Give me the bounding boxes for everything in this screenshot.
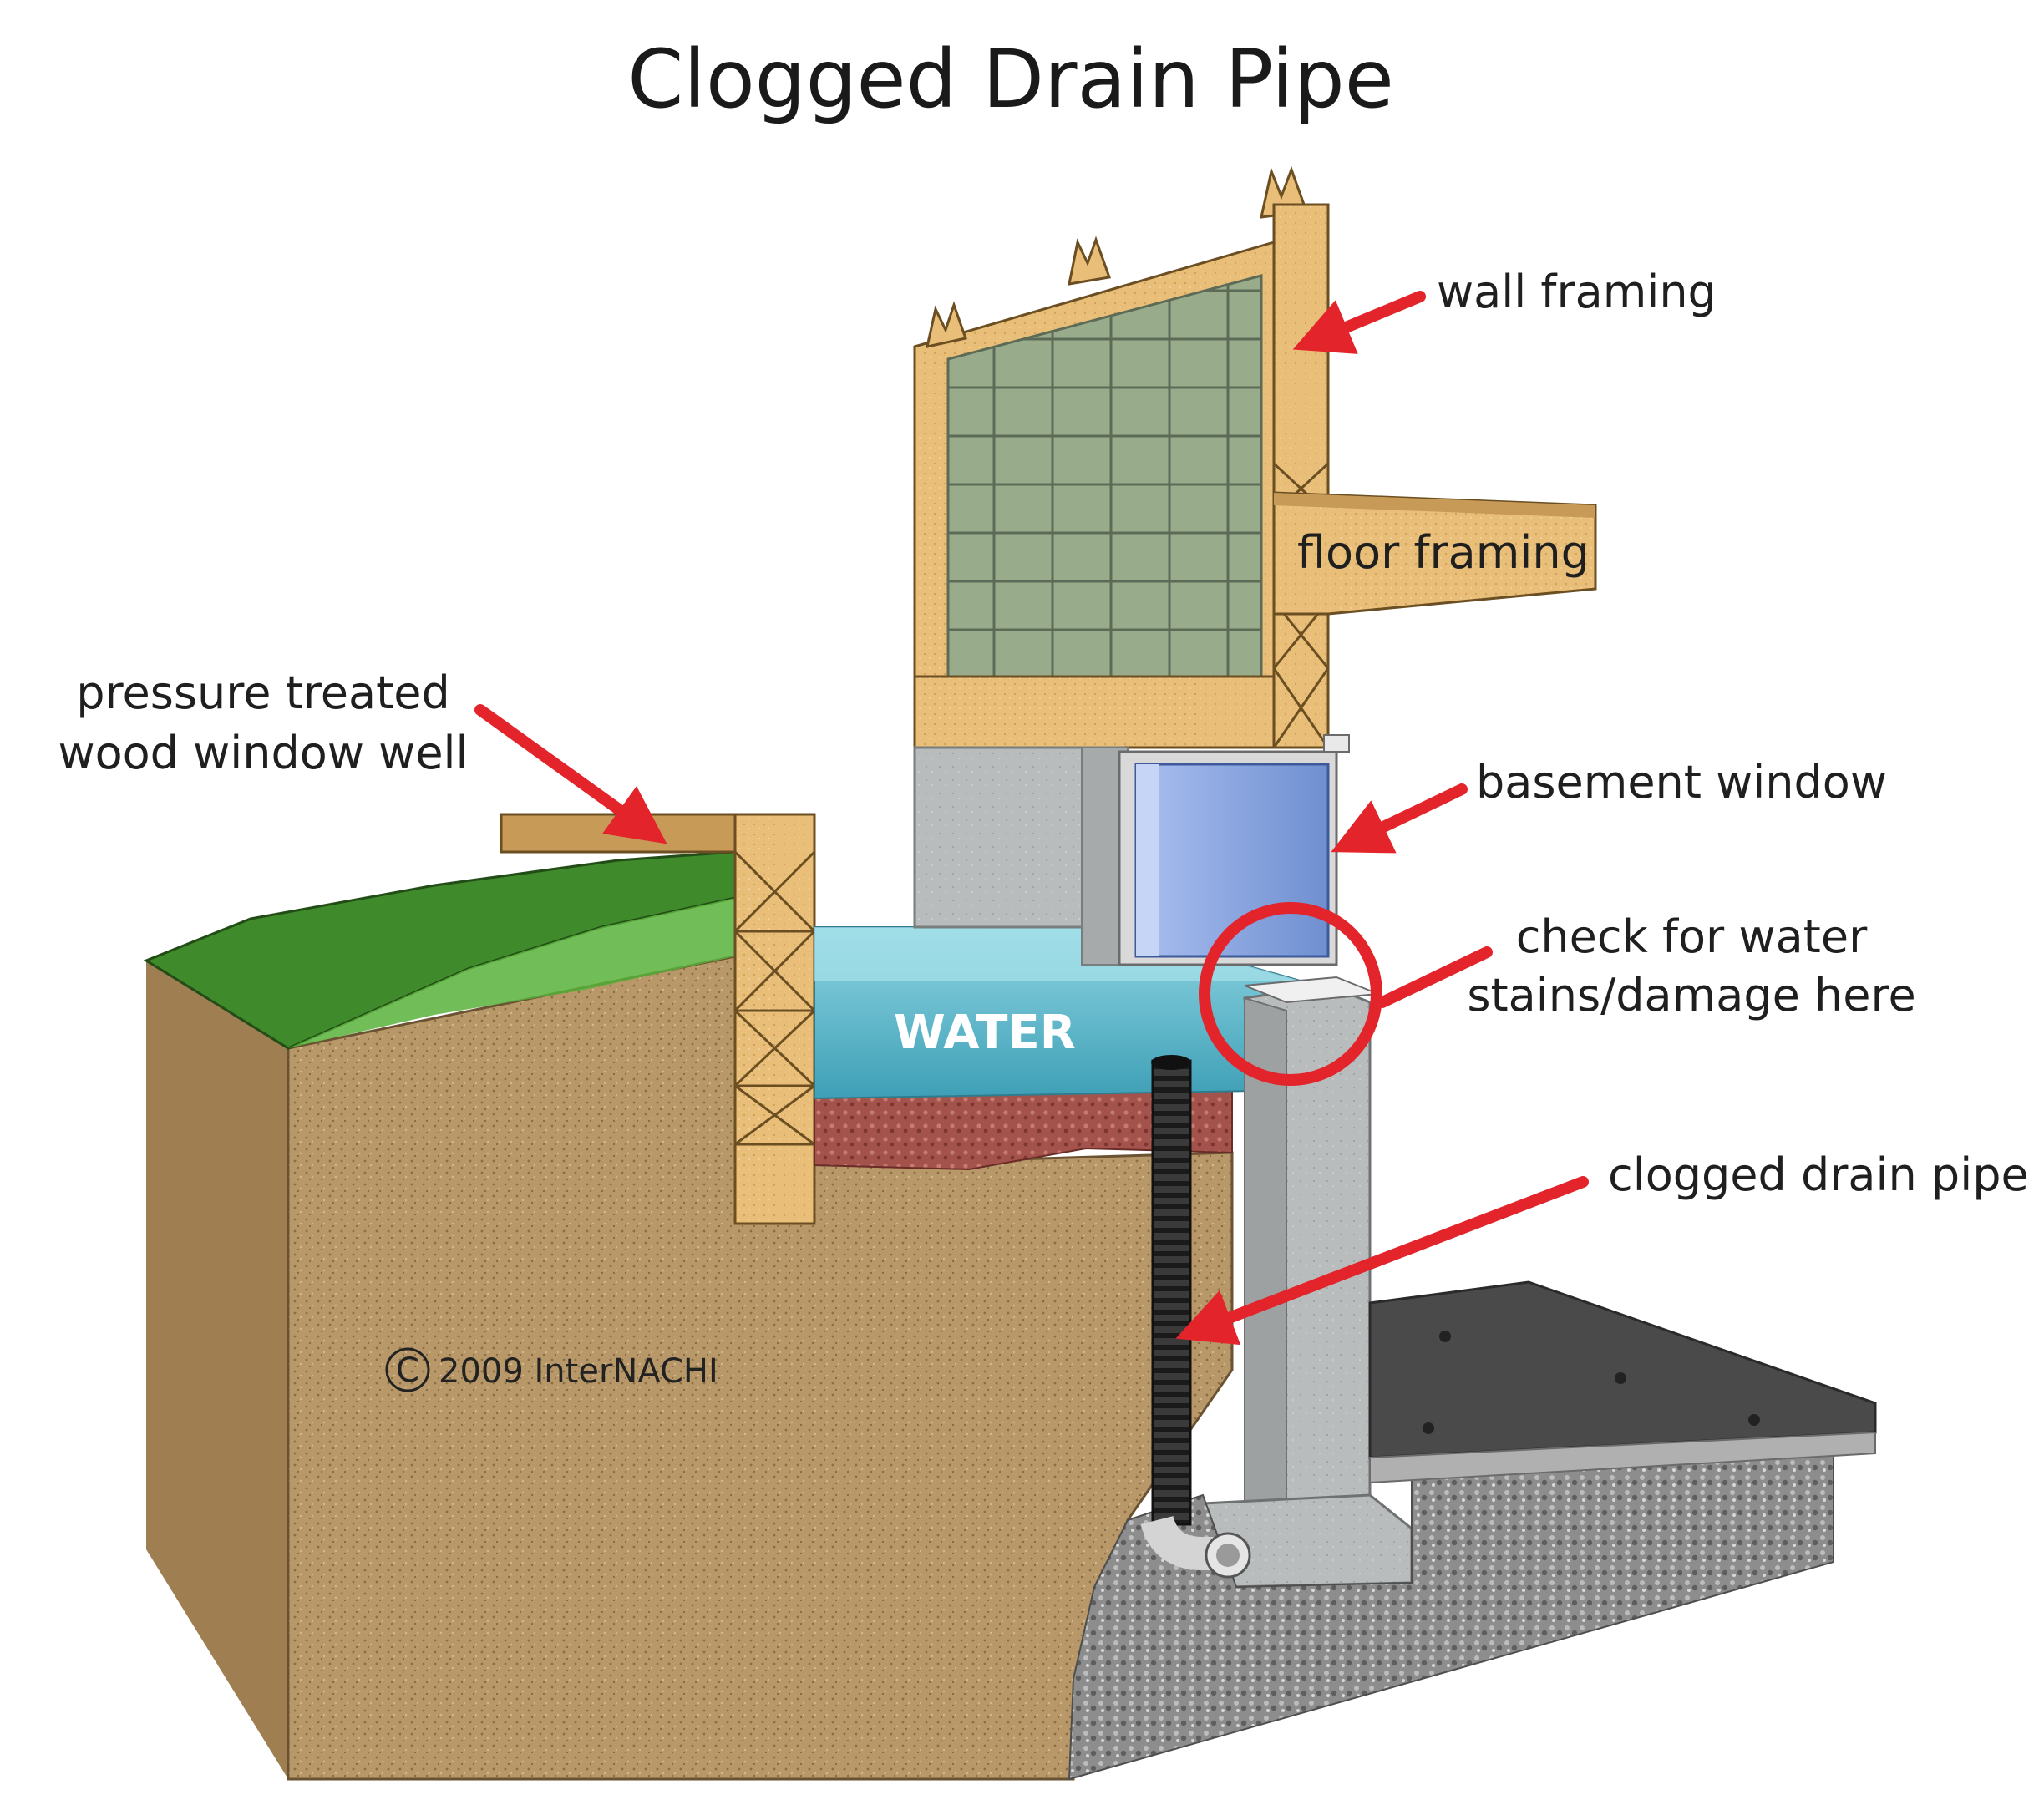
label-arrows: [474, 291, 1589, 1346]
basement-floor-slab: [1368, 1280, 1877, 1484]
drain-pipe: [1140, 1055, 1251, 1579]
floor-framing: [1272, 491, 1597, 616]
foundation-wall: [913, 746, 1129, 966]
label-drain-pipe: clogged drain pipe: [1608, 1148, 2029, 1201]
label-check-line2: stains/damage here: [1467, 969, 1915, 1022]
arrow-window-well: [474, 704, 667, 844]
svg-text:C: C: [396, 1351, 419, 1390]
wall-framing: [913, 165, 1330, 749]
inspection-circle: [1199, 902, 1382, 1086]
arrow-drain-pipe: [1175, 1176, 1589, 1346]
arrow-check-area: [1377, 946, 1493, 1008]
label-floor-framing: floor framing: [1297, 526, 1590, 579]
copyright-notice: C 2009 InterNACHI: [385, 1347, 718, 1392]
label-window-well-line1: pressure treated: [76, 667, 450, 719]
label-wall-framing: wall framing: [1437, 266, 1717, 318]
arrow-basement-window: [1331, 783, 1468, 854]
copyright-icon: [385, 1347, 430, 1392]
page-title: Clogged Drain Pipe: [627, 33, 1394, 126]
stem-wall: [1201, 976, 1413, 1589]
label-check-line1: check for water: [1516, 910, 1868, 963]
copyright-text: 2009 InterNACHI: [439, 1352, 718, 1391]
water-label: WATER: [894, 1006, 1076, 1060]
label-window-well-line2: wood window well: [58, 727, 468, 779]
arrow-wall-framing: [1292, 291, 1426, 354]
label-basement-window: basement window: [1476, 756, 1887, 809]
